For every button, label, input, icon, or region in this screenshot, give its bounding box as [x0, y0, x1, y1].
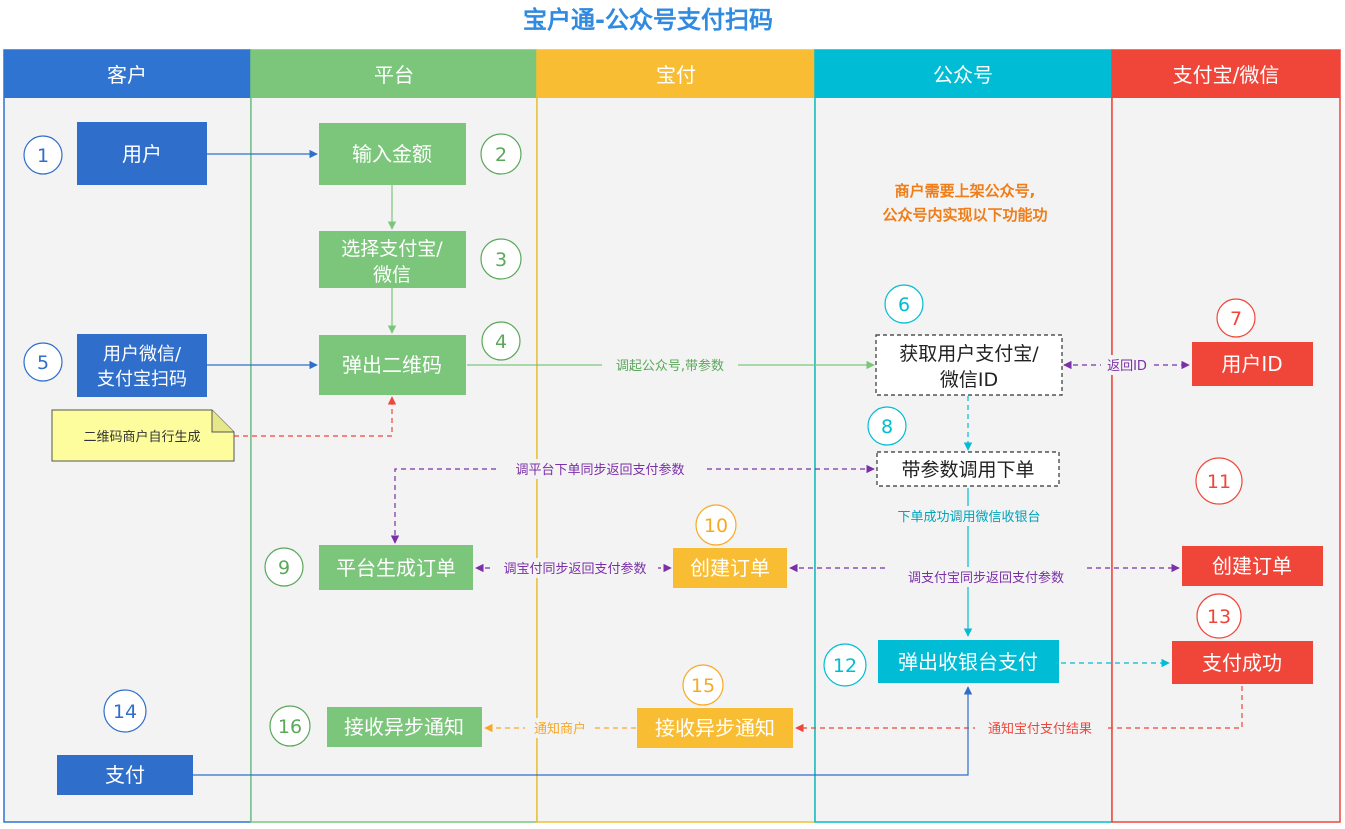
step-4: 4 [481, 321, 521, 361]
node-pay-success-label: 支付成功 [1202, 651, 1282, 675]
node-create-order-alipay [1182, 546, 1323, 586]
svg-text:7: 7 [1230, 308, 1242, 330]
step-15: 15 [682, 664, 724, 706]
step-10: 10 [695, 504, 737, 546]
edge-label-notify-baofu: 通知宝付支付结果 [988, 721, 1092, 737]
node-user [77, 122, 207, 185]
node-get-user-id-line2: 微信ID [940, 369, 998, 391]
node-pay-success [1172, 641, 1313, 684]
node-create-order-baofu [673, 548, 787, 588]
svg-text:16: 16 [278, 716, 302, 738]
node-create-order-alipay-label: 创建订单 [1212, 554, 1292, 578]
node-cashier [878, 640, 1059, 683]
node-user-id [1192, 342, 1313, 386]
svg-text:11: 11 [1207, 471, 1231, 493]
node-get-user-id-line1: 获取用户支付宝/ [899, 343, 1039, 365]
step-11: 11 [1195, 457, 1243, 505]
node-input-amount [319, 123, 466, 185]
node-select-pay-line2: 微信 [373, 264, 411, 286]
mp-note-line1: 商户需要上架公众号, [895, 182, 1036, 200]
svg-text:9: 9 [278, 557, 290, 579]
edge-label-order-success: 下单成功调用微信收银台 [897, 510, 1040, 525]
lane-header-baofu: 宝付 [656, 63, 696, 87]
edge-label-call-alipay: 调支付宝同步返回支付参数 [908, 570, 1064, 586]
node-async-baofu [637, 708, 793, 748]
edge-note-to-qr [234, 396, 397, 437]
lane-mp: 公众号 [814, 49, 1113, 823]
svg-text:10: 10 [704, 515, 728, 537]
node-qr-note [51, 409, 235, 462]
node-qr-label: 弹出二维码 [342, 353, 442, 377]
edge-label-return-id: 返回ID [1107, 359, 1147, 374]
step-13: 13 [1196, 593, 1242, 639]
node-get-user-id [875, 334, 1063, 396]
lane-header-alipay-wechat: 支付宝/微信 [1173, 63, 1280, 87]
node-input-amount-label: 输入金额 [352, 142, 432, 166]
lane-header-customer: 客户 [107, 63, 147, 87]
step-2: 2 [480, 133, 522, 175]
edge-success-to-baofu-async [795, 686, 1243, 733]
edge-label-call-platform: 调平台下单同步返回支付参数 [515, 462, 684, 478]
node-async-platform [327, 707, 482, 747]
node-create-order-baofu-label: 创建订单 [690, 556, 770, 580]
step-12: 12 [823, 643, 867, 687]
step-14: 14 [103, 689, 147, 733]
node-user-id-label: 用户ID [1221, 352, 1282, 376]
node-user-scan-line1: 用户微信/ [103, 344, 182, 365]
node-qr [319, 335, 466, 395]
step-8: 8 [867, 406, 907, 446]
node-platform-order-label: 平台生成订单 [336, 556, 456, 580]
node-async-platform-label: 接收异步通知 [344, 715, 464, 739]
svg-text:8: 8 [881, 416, 893, 438]
step-5: 5 [23, 342, 63, 382]
diagram-title: 宝户通-公众号支付扫码 [523, 6, 773, 34]
node-call-order [876, 451, 1060, 487]
step-1: 1 [23, 135, 63, 175]
node-pay [57, 755, 193, 795]
lane-header-mp: 公众号 [933, 63, 993, 87]
step-7: 7 [1216, 298, 1256, 338]
node-platform-order [319, 545, 473, 590]
edge-label-call-baofu: 调宝付同步返回支付参数 [503, 561, 646, 577]
step-16: 16 [269, 705, 311, 747]
svg-text:14: 14 [113, 701, 137, 723]
step-9: 9 [264, 547, 304, 587]
svg-text:4: 4 [495, 331, 507, 353]
node-qr-note-label: 二维码商户自行生成 [83, 429, 200, 445]
node-user-scan-line2: 支付宝扫码 [97, 369, 187, 390]
lane-header-platform: 平台 [374, 63, 414, 87]
node-pay-label: 支付 [105, 763, 145, 787]
step-6: 6 [884, 284, 924, 324]
edge-call-to-platform-order [390, 464, 875, 544]
node-user-label: 用户 [122, 142, 162, 166]
svg-text:1: 1 [37, 145, 49, 167]
lane-baofu: 宝付 [536, 49, 816, 823]
edge-label-notify-merchant: 通知商户 [534, 721, 586, 737]
node-call-order-label: 带参数调用下单 [901, 459, 1034, 481]
svg-text:15: 15 [691, 675, 715, 697]
svg-text:3: 3 [495, 249, 507, 271]
svg-text:2: 2 [495, 144, 507, 166]
edge-pay-to-cashier [193, 686, 973, 776]
edge-label-invoke-mp: 调起公众号,带参数 [616, 358, 724, 374]
node-select-pay-line1: 选择支付宝/ [341, 238, 443, 260]
mp-note-line2: 公众号内实现以下功能功 [882, 206, 1047, 224]
svg-text:12: 12 [833, 655, 857, 677]
node-async-baofu-label: 接收异步通知 [655, 716, 775, 740]
node-select-pay [319, 231, 466, 288]
svg-text:6: 6 [898, 294, 910, 316]
node-user-scan [77, 334, 207, 397]
lane-alipay-wechat: 支付宝/微信 [1111, 49, 1341, 823]
step-3: 3 [480, 238, 522, 280]
svg-text:13: 13 [1207, 606, 1231, 628]
svg-text:5: 5 [37, 352, 49, 374]
node-cashier-label: 弹出收银台支付 [898, 650, 1038, 674]
